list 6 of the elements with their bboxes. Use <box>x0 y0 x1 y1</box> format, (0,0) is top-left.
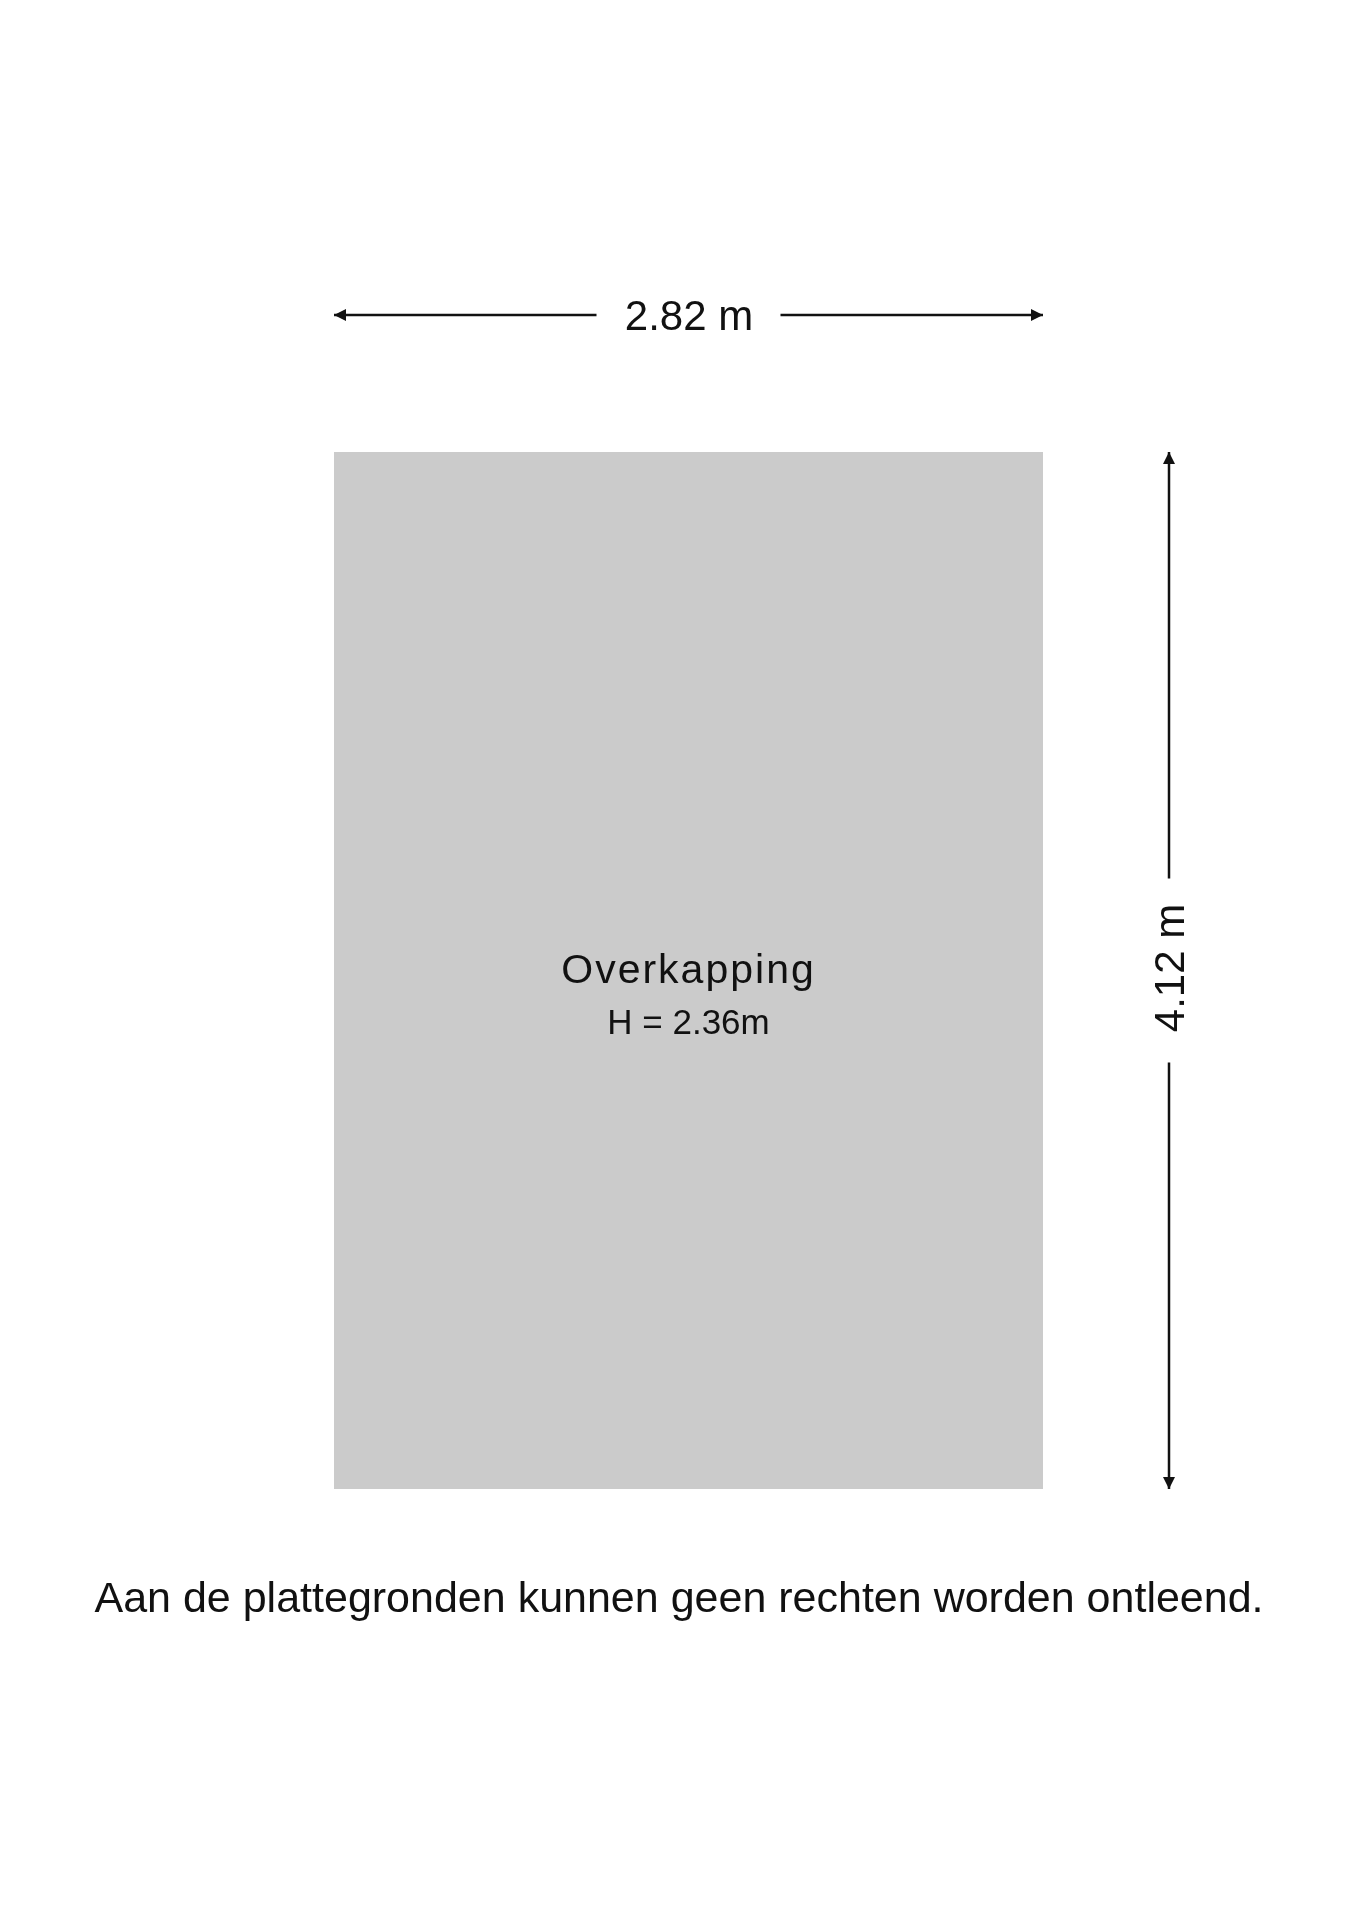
dimension-label: 2.82 m <box>624 295 754 337</box>
room-height: H = 2.36m <box>607 1004 770 1039</box>
room-area <box>334 452 1043 1489</box>
room-name: Overkapping <box>561 949 816 990</box>
disclaimer-note: Aan de plattegronden kunnen geen rechten worden ontleend. <box>94 1575 1264 1619</box>
dimension-label: 4.12 m <box>1149 903 1191 1033</box>
